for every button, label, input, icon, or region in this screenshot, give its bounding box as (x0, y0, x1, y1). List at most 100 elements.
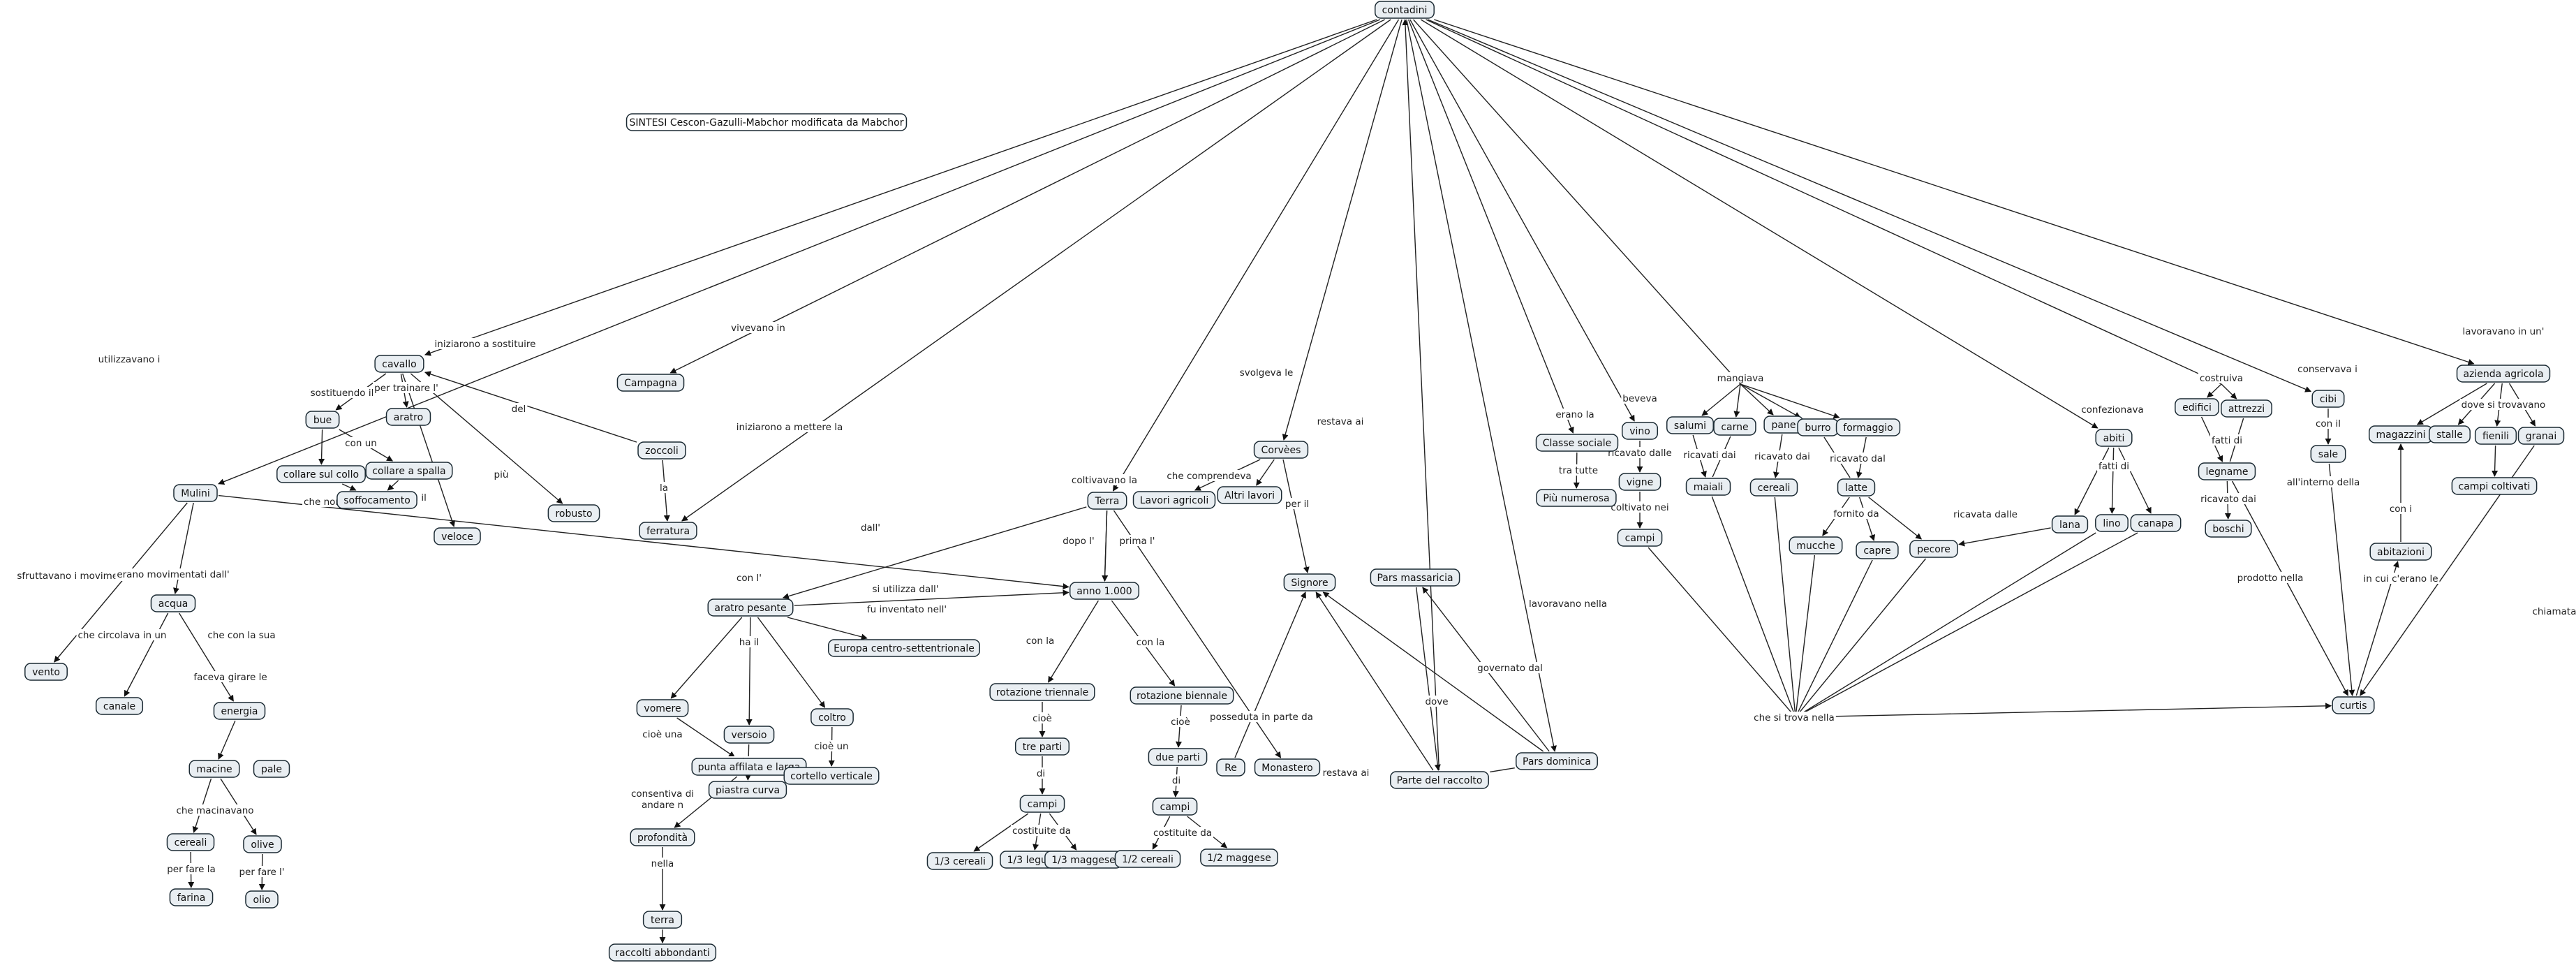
concept-piastra[interactable]: piastra curva (708, 781, 787, 799)
concept-aratro-pesante[interactable]: aratro pesante (707, 598, 794, 617)
concept-rot-triennale[interactable]: rotazione triennale (989, 683, 1095, 701)
concept-parte-raccolto[interactable]: Parte del raccolto (1390, 771, 1489, 789)
concept-collare-spalla[interactable]: collare a spalla (365, 462, 453, 480)
concept-ferratura[interactable]: ferratura (639, 522, 697, 540)
concept-cavallo[interactable]: cavallo (374, 355, 424, 373)
concept-maggese-1-2[interactable]: 1/2 maggese (1200, 848, 1278, 867)
concept-canale[interactable]: canale (95, 697, 144, 715)
concept-acqua[interactable]: acqua (150, 594, 196, 612)
concept-olive[interactable]: olive (243, 835, 282, 853)
concept-attrezzi[interactable]: attrezzi (2221, 399, 2272, 418)
concept-farina[interactable]: farina (169, 888, 214, 906)
concept-classe-sociale[interactable]: Classe sociale (1535, 434, 1619, 452)
concept-maggese-1-3[interactable]: 1/3 maggese (1044, 851, 1123, 869)
concept-due-parti[interactable]: due parti (1148, 748, 1208, 766)
concept-legname[interactable]: legname (2198, 462, 2256, 480)
concept-cereali-1-3[interactable]: 1/3 cereali (926, 852, 993, 870)
concept-signore[interactable]: Signore (1283, 573, 1336, 591)
concept-campi-due[interactable]: campi (1152, 797, 1198, 816)
concept-formaggio[interactable]: formaggio (1835, 418, 1901, 436)
concept-box (1621, 422, 1659, 440)
concept-lana[interactable]: lana (2051, 515, 2089, 534)
concept-olio[interactable]: olio (245, 890, 279, 909)
concept-corvees[interactable]: Corvèes (1253, 441, 1309, 459)
concept-curtis[interactable]: curtis (2332, 696, 2375, 714)
concept-re[interactable]: Re (1216, 758, 1245, 777)
concept-raccolti[interactable]: raccolti abbondanti (608, 943, 717, 962)
concept-sale[interactable]: sale (2310, 445, 2346, 463)
concept-vento[interactable]: vento (24, 663, 68, 681)
concept-magazzini[interactable]: magazzini (2369, 425, 2433, 443)
concept-pars-dominica[interactable]: Pars dominica (1516, 752, 1598, 770)
link-label-prodotto-nella: prodotto nella (2235, 572, 2305, 584)
concept-box (1856, 541, 1899, 559)
concept-tre-parti[interactable]: tre parti (1014, 737, 1070, 756)
concept-cibi[interactable]: cibi (2311, 390, 2345, 408)
concept-piu-numerosa[interactable]: Più numerosa (1536, 489, 1617, 507)
concept-anno-1000[interactable]: anno 1.000 (1069, 582, 1140, 600)
concept-vigne[interactable]: vigne (1618, 473, 1661, 491)
concept-campi-vigne[interactable]: campi (1617, 529, 1663, 547)
concept-fienili[interactable]: fienili (2474, 427, 2517, 445)
concept-contadini[interactable]: contadini (1375, 1, 1435, 19)
concept-mulini[interactable]: Mulini (173, 484, 218, 502)
connector (1315, 591, 1434, 771)
concept-terra-main[interactable]: Terra (1087, 492, 1127, 510)
concept-europa[interactable]: Europa centro-settentrionale (828, 639, 980, 657)
concept-abitazioni[interactable]: abitazioni (2369, 543, 2432, 561)
concept-terra-small[interactable]: terra (642, 911, 683, 929)
concept-boschi[interactable]: boschi (2205, 520, 2252, 538)
concept-box (1283, 573, 1336, 591)
concept-coltro[interactable]: coltro (810, 708, 854, 726)
concept-label: Monastero (1261, 763, 1313, 774)
concept-robusto[interactable]: robusto (547, 504, 600, 522)
concept-rot-biennale[interactable]: rotazione biennale (1130, 686, 1234, 705)
concept-lavori-agricoli[interactable]: Lavori agricoli (1132, 491, 1216, 509)
svg-text:cioè un: cioè un (814, 741, 848, 752)
concept-soffocamento[interactable]: soffocamento (336, 491, 417, 509)
concept-cereali-pane[interactable]: cereali (1749, 478, 1798, 497)
concept-monastero[interactable]: Monastero (1254, 758, 1321, 777)
concept-label: stalle (2436, 429, 2463, 441)
concept-box (276, 465, 366, 483)
concept-collare-collo[interactable]: collare sul collo (276, 465, 366, 483)
concept-maiali[interactable]: maiali (1685, 478, 1731, 496)
concept-punta[interactable]: punta affilata e larga (691, 758, 807, 776)
concept-label: Re (1224, 763, 1237, 774)
concept-versoio[interactable]: versoio (723, 726, 775, 744)
concept-salumi[interactable]: salumi (1666, 416, 1715, 434)
concept-granai[interactable]: granai (2517, 427, 2565, 445)
concept-zoccoli[interactable]: zoccoli (637, 441, 686, 460)
concept-mucche[interactable]: mucche (1789, 536, 1843, 554)
concept-abiti[interactable]: abiti (2095, 429, 2133, 447)
concept-carne[interactable]: carne (1713, 418, 1756, 436)
concept-altri-lavori[interactable]: Altri lavori (1217, 486, 1282, 504)
concept-energia[interactable]: energia (213, 702, 266, 720)
concept-canapa[interactable]: canapa (2130, 514, 2182, 532)
concept-vomere[interactable]: vomere (636, 699, 689, 717)
concept-title[interactable]: SINTESI Cescon-Gazulli-Mabchor modificat… (626, 113, 908, 131)
concept-cereali-1-2[interactable]: 1/2 cereali (1114, 850, 1181, 868)
concept-stalle[interactable]: stalle (2429, 425, 2471, 443)
concept-pars-massaricia[interactable]: Pars massaricia (1370, 568, 1460, 587)
concept-campagna[interactable]: Campagna (616, 374, 685, 392)
concept-azienda[interactable]: azienda agricola (2456, 365, 2551, 383)
concept-label: 1/3 cereali (934, 856, 986, 867)
concept-burro[interactable]: burro (1797, 418, 1839, 436)
concept-aratro[interactable]: aratro (385, 408, 431, 426)
concept-latte[interactable]: latte (1837, 478, 1876, 497)
concept-campi-tre[interactable]: campi (1019, 795, 1065, 813)
concept-lino[interactable]: lino (2095, 514, 2129, 532)
concept-edifici[interactable]: edifici (2175, 398, 2219, 416)
concept-veloce[interactable]: veloce (434, 527, 481, 545)
concept-vino[interactable]: vino (1621, 422, 1659, 440)
concept-pale[interactable]: pale (253, 760, 290, 778)
concept-coltello[interactable]: cortello verticale (783, 767, 880, 785)
concept-profondita[interactable]: profondità (630, 828, 695, 846)
concept-bue[interactable]: bue (305, 411, 340, 429)
concept-capre[interactable]: capre (1856, 541, 1899, 559)
concept-pecore[interactable]: pecore (1909, 540, 1958, 558)
concept-cereali-mulino[interactable]: cereali (166, 833, 215, 851)
concept-macine[interactable]: macine (188, 760, 240, 778)
concept-campi-coltivati[interactable]: campi coltivati (2451, 477, 2538, 495)
